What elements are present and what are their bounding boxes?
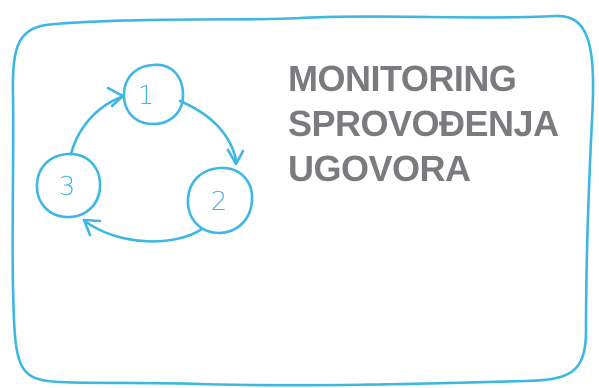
title-line-3: UGOVORA bbox=[288, 148, 471, 189]
step-1-label: 1 bbox=[138, 81, 155, 111]
step-3-label: 3 bbox=[59, 172, 76, 202]
step-1-circle bbox=[122, 63, 185, 126]
arrow-2-to-3 bbox=[84, 220, 204, 243]
step-3-circle bbox=[35, 152, 102, 219]
arrow-3-to-1 bbox=[69, 94, 126, 156]
arrow-1-to-2 bbox=[178, 99, 238, 162]
arrow-1-to-2-head-icon bbox=[226, 148, 245, 166]
title-line-1: MONITORING bbox=[288, 58, 517, 99]
arrow-3-to-1-head-icon bbox=[106, 86, 125, 108]
title-line-2: SPROVOĐENJA bbox=[288, 103, 559, 144]
step-2-label: 2 bbox=[211, 187, 228, 217]
page-title: MONITORING SPROVOĐENJA UGOVORA bbox=[288, 56, 578, 191]
arrow-2-to-3-head-icon bbox=[82, 218, 102, 237]
step-2-circle bbox=[186, 166, 254, 235]
